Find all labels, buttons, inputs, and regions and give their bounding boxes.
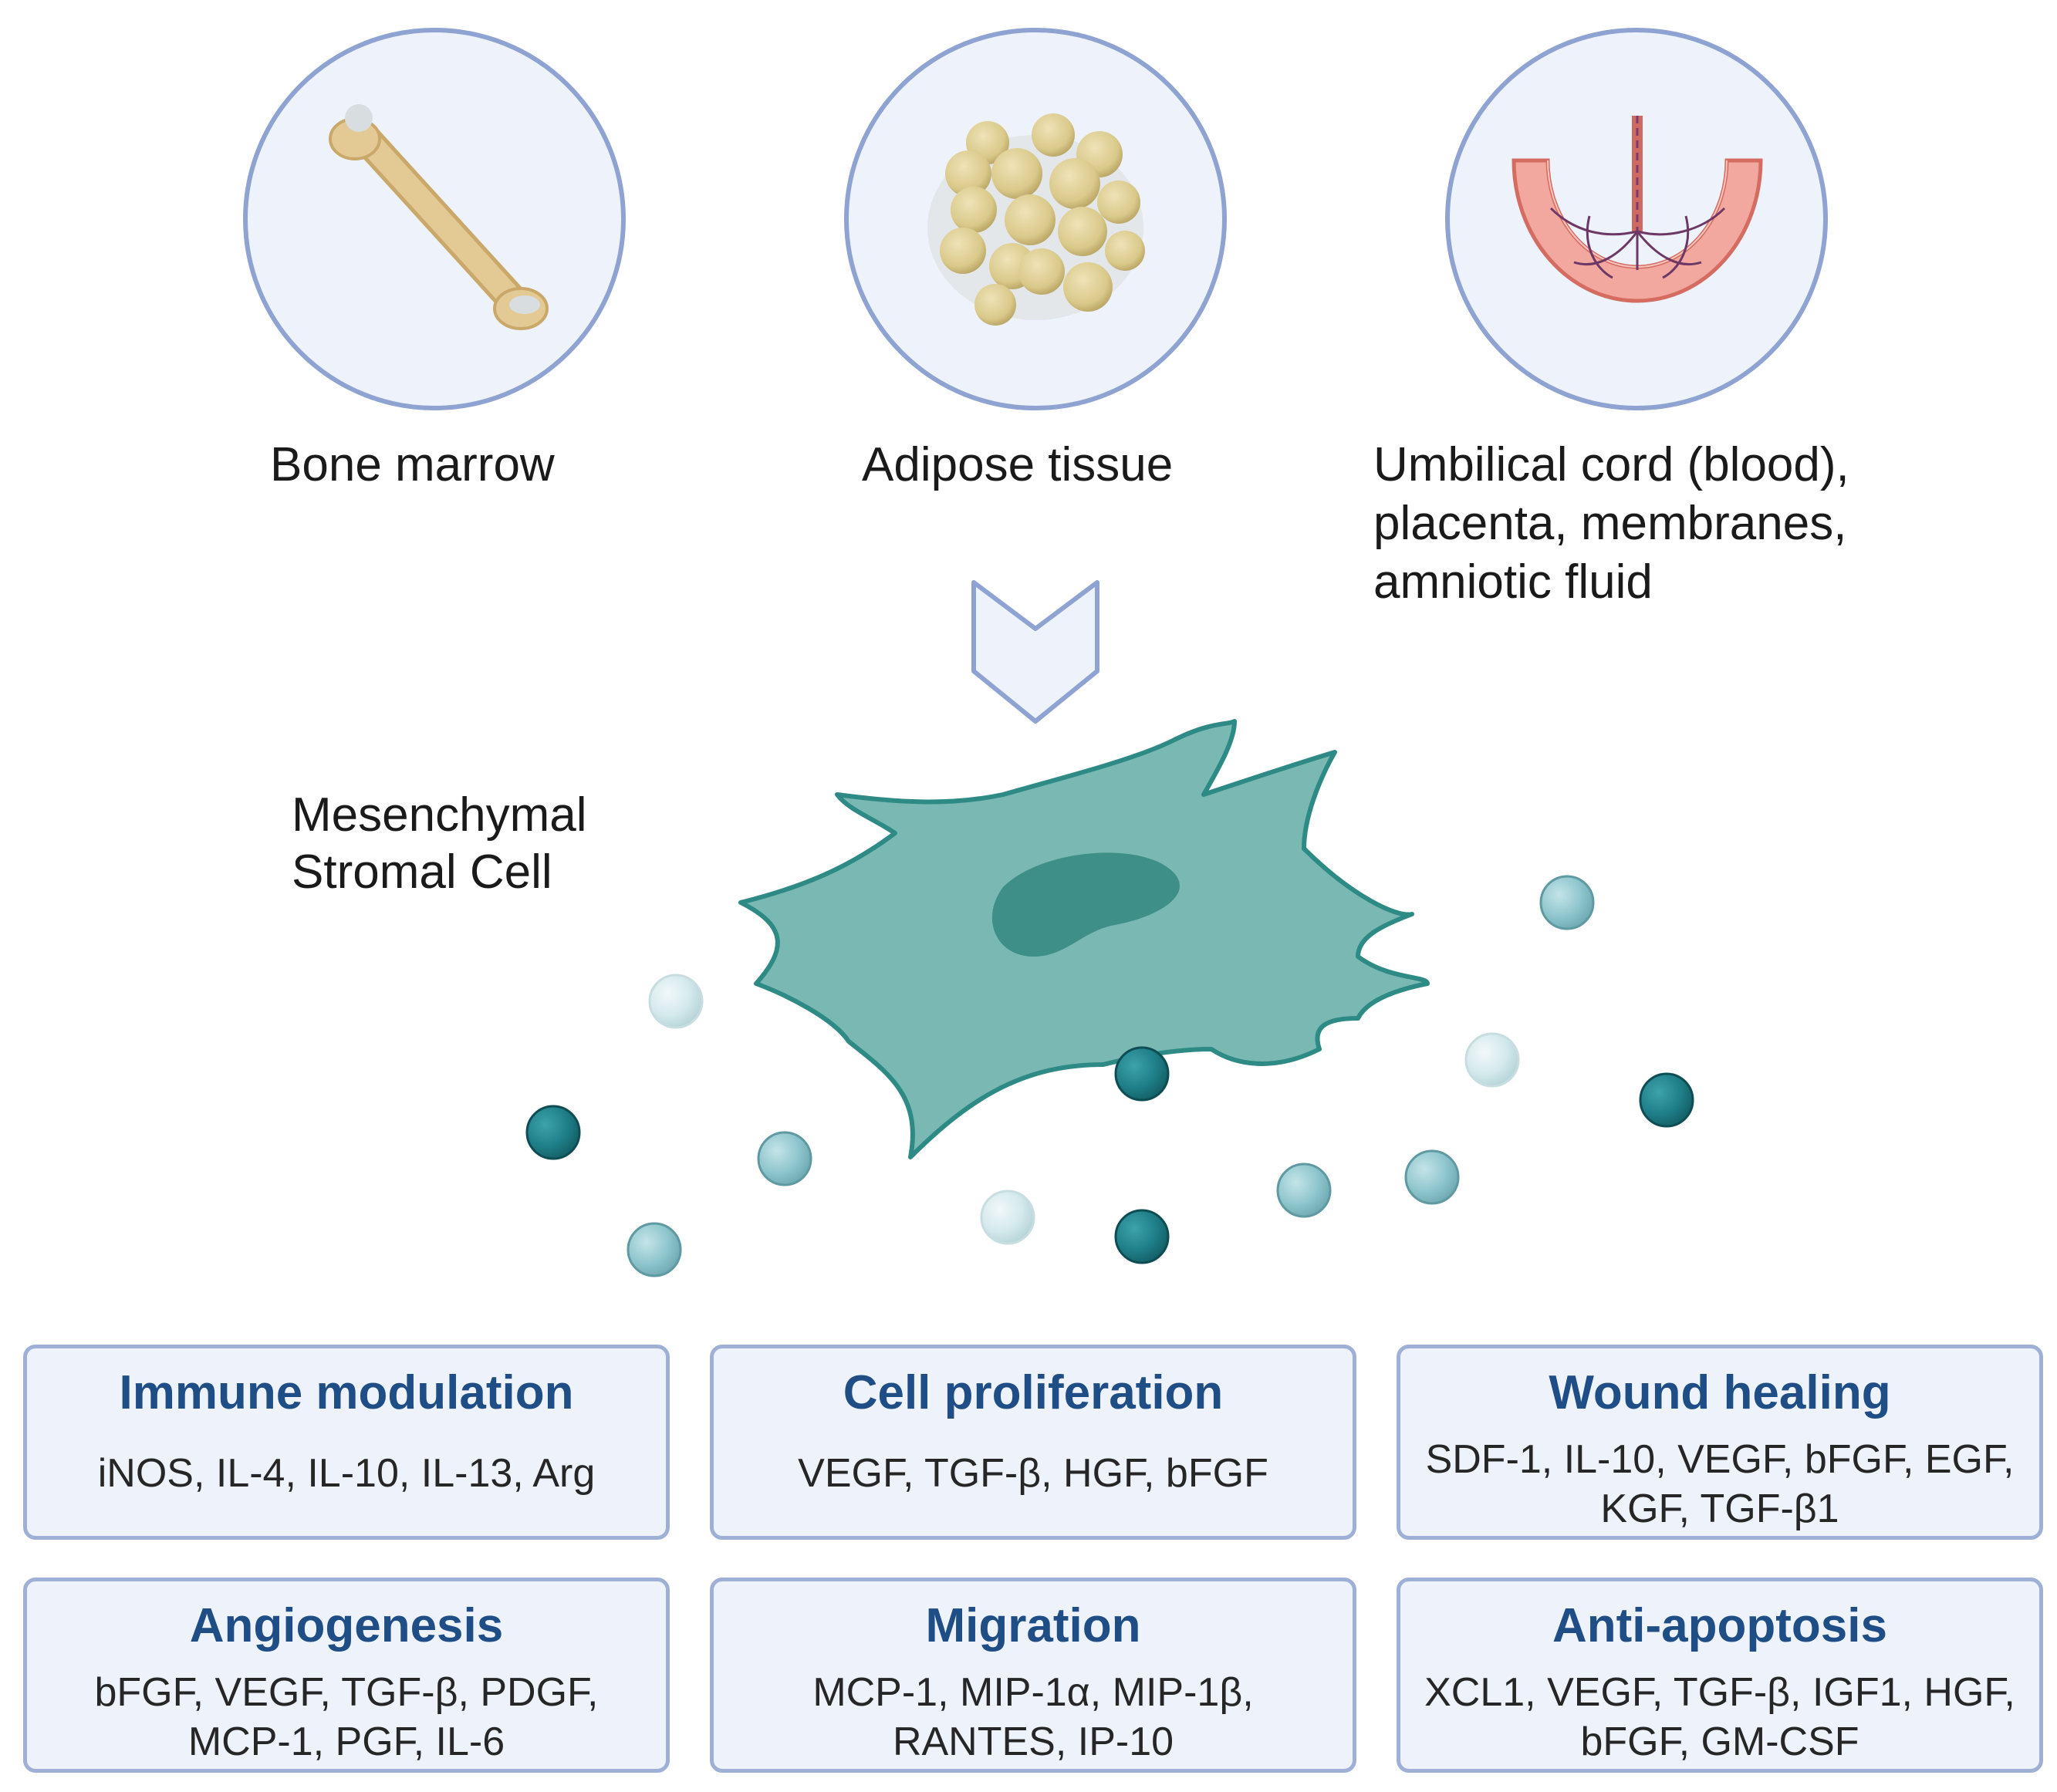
function-box-migration: Migration MCP-1, MIP-1α, MIP-1β, RANTES,… bbox=[710, 1578, 1356, 1773]
source-label-adipose-tissue: Adipose tissue bbox=[862, 438, 1174, 491]
factor-sphere bbox=[757, 1131, 812, 1186]
function-box-angiogenesis: Angiogenesis bFGF, VEGF, TGF-β, PDGF, MC… bbox=[23, 1578, 670, 1773]
source-label-line: placenta, membranes, bbox=[1373, 497, 1847, 550]
box-title: Immune modulation bbox=[119, 1366, 574, 1419]
box-factors-line: KGF, TGF-β1 bbox=[1600, 1487, 1839, 1531]
factor-sphere bbox=[980, 1190, 1035, 1245]
box-factors-line: bFGF, GM-CSF bbox=[1580, 1719, 1859, 1764]
box-factors-line: RANTES, IP-10 bbox=[892, 1719, 1174, 1764]
factor-sphere bbox=[1464, 1032, 1520, 1088]
source-label-line: Umbilical cord (blood), bbox=[1373, 438, 1849, 491]
box-title: Angiogenesis bbox=[189, 1599, 504, 1652]
factor-sphere bbox=[1114, 1209, 1170, 1264]
cell-label-line: Mesenchymal bbox=[292, 788, 587, 842]
factor-sphere bbox=[1114, 1046, 1170, 1102]
bone-icon bbox=[329, 104, 549, 330]
box-factors: VEGF, TGF-β, HGF, bFGF bbox=[729, 1449, 1337, 1498]
box-factors-line: iNOS, IL-4, IL-10, IL-13, Arg bbox=[97, 1451, 596, 1496]
mesenchymal-cell-illustration bbox=[738, 719, 1430, 1159]
box-factors: MCP-1, MIP-1α, MIP-1β, RANTES, IP-10 bbox=[729, 1668, 1337, 1767]
box-factors-line: SDF-1, IL-10, VEGF, bFGF, EGF, bbox=[1425, 1437, 2015, 1482]
box-factors-line: MCP-1, PGF, IL-6 bbox=[187, 1719, 505, 1764]
box-title: Anti-apoptosis bbox=[1552, 1599, 1887, 1652]
source-circle-adipose bbox=[844, 28, 1227, 410]
box-factors-line: bFGF, VEGF, TGF-β, PDGF, bbox=[94, 1670, 599, 1715]
factor-sphere bbox=[525, 1105, 581, 1160]
adipose-cells-icon bbox=[927, 113, 1145, 326]
factor-sphere bbox=[1539, 875, 1595, 930]
secreted-factors bbox=[525, 875, 1694, 1277]
factor-sphere bbox=[627, 1222, 682, 1277]
box-factors: XCL1, VEGF, TGF-β, IGF1, HGF, bFGF, GM-C… bbox=[1416, 1668, 2024, 1767]
factor-sphere bbox=[1404, 1149, 1460, 1205]
source-label-line: amniotic fluid bbox=[1373, 555, 1653, 609]
box-factors: bFGF, VEGF, TGF-β, PDGF, MCP-1, PGF, IL-… bbox=[42, 1668, 650, 1767]
box-title: Wound healing bbox=[1549, 1366, 1891, 1419]
placenta-icon bbox=[1512, 116, 1763, 303]
box-title: Migration bbox=[925, 1599, 1141, 1652]
source-label-bone-marrow: Bone marrow bbox=[270, 438, 555, 491]
box-factors-line: VEGF, TGF-β, HGF, bFGF bbox=[798, 1451, 1268, 1496]
box-factors: iNOS, IL-4, IL-10, IL-13, Arg bbox=[42, 1449, 650, 1498]
box-factors: SDF-1, IL-10, VEGF, bFGF, EGF, KGF, TGF-… bbox=[1416, 1435, 2024, 1534]
cell-label-line: Stromal Cell bbox=[292, 845, 552, 899]
factor-sphere bbox=[1276, 1163, 1332, 1218]
box-factors-line: MCP-1, MIP-1α, MIP-1β, bbox=[812, 1670, 1254, 1715]
function-box-immune-modulation: Immune modulation iNOS, IL-4, IL-10, IL-… bbox=[23, 1345, 670, 1540]
function-box-cell-proliferation: Cell proliferation VEGF, TGF-β, HGF, bFG… bbox=[710, 1345, 1356, 1540]
down-arrow-icon bbox=[971, 580, 1099, 724]
function-box-wound-healing: Wound healing SDF-1, IL-10, VEGF, bFGF, … bbox=[1397, 1345, 2043, 1540]
factor-sphere bbox=[648, 974, 704, 1029]
factor-sphere bbox=[1639, 1072, 1694, 1128]
source-circle-bone bbox=[243, 28, 626, 410]
box-factors-line: XCL1, VEGF, TGF-β, IGF1, HGF, bbox=[1424, 1670, 2015, 1715]
source-label-umbilical: Umbilical cord (blood), placenta, membra… bbox=[1373, 436, 1849, 612]
source-circle-umbilical bbox=[1445, 28, 1828, 410]
function-box-anti-apoptosis: Anti-apoptosis XCL1, VEGF, TGF-β, IGF1, … bbox=[1397, 1578, 2043, 1773]
cell-label: Mesenchymal Stromal Cell bbox=[292, 787, 586, 901]
box-title: Cell proliferation bbox=[843, 1366, 1224, 1419]
